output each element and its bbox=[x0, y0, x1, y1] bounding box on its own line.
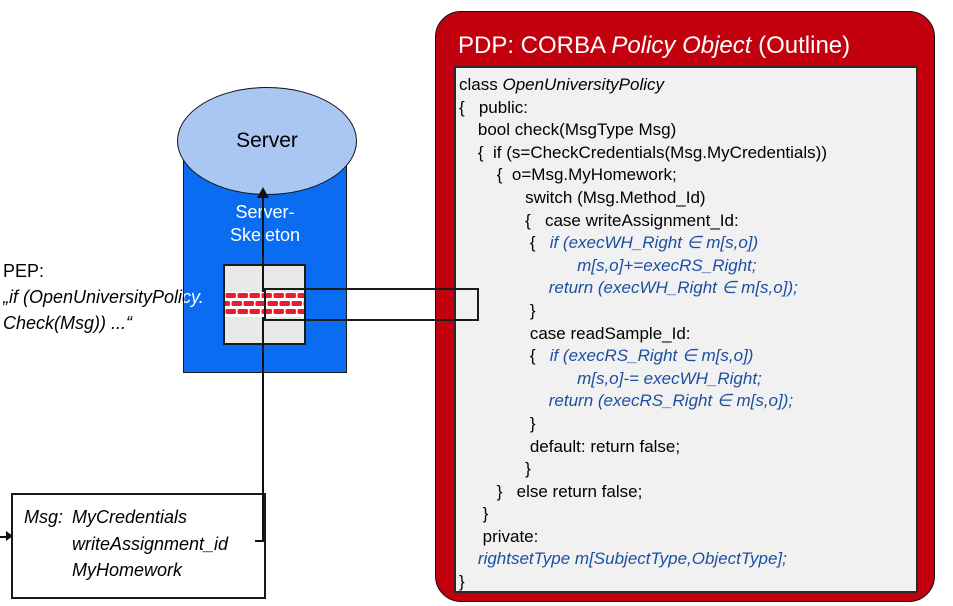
pep-annotation-text-overlay: PEP: „if (OpenUniversityPolicy. Check(Ms… bbox=[3, 261, 204, 333]
pdp-box: PDP: CORBA Policy Object (Outline) class… bbox=[435, 11, 935, 602]
server-skeleton-label: Server- Skeleton bbox=[183, 201, 347, 247]
pep-annotation-text: PEP: „if (OpenUniversityPolicy. Check(Ms… bbox=[3, 258, 263, 342]
code-line: return (execWH_Right ∈ m[s,o]); bbox=[459, 278, 798, 298]
msg-item-credentials: MyCredentials bbox=[72, 507, 188, 527]
code-line: m[s,o]-= execWH_Right; bbox=[459, 368, 762, 388]
code-line: } bbox=[459, 504, 489, 524]
pep-annotation: PEP: „if (OpenUniversityPolicy. Check(Ms… bbox=[3, 258, 263, 342]
skeleton-label-line1: Server- bbox=[235, 202, 295, 222]
msg-box-label: Msg: bbox=[24, 507, 64, 527]
pep-label: PEP: bbox=[3, 261, 45, 281]
incoming-message-line bbox=[0, 536, 8, 538]
code-line: case readSample_Id: bbox=[459, 323, 691, 343]
code-line: } bbox=[459, 300, 536, 320]
msg-box-values: MyCredentials writeAssignment_id MyHomew… bbox=[72, 504, 228, 597]
code-line: } else return false; bbox=[459, 481, 643, 501]
policy-check-connector bbox=[264, 288, 479, 321]
code-line: { if (execWH_Right ∈ m[s,o]) bbox=[459, 233, 759, 253]
code-line: return (execRS_Right ∈ m[s,o]); bbox=[459, 391, 794, 411]
code-line: class OpenUniversityPolicy bbox=[459, 75, 665, 94]
skeleton-label-line2: Skeleton bbox=[229, 225, 301, 245]
pep-code-line2: Check(Msg)) ...“ bbox=[3, 313, 133, 333]
msg-item-homework: MyHomework bbox=[72, 560, 183, 580]
code-line: switch (Msg.Method_Id) bbox=[459, 187, 706, 207]
code-line: { if (execRS_Right ∈ m[s,o]) bbox=[459, 346, 754, 366]
code-line: default: return false; bbox=[459, 436, 681, 456]
server-label: Server bbox=[236, 129, 298, 152]
code-line: private: bbox=[459, 526, 539, 546]
pep-code-line1: „if (OpenUniversityPolicy. bbox=[3, 287, 204, 307]
code-line: m[s,o]+=execRS_Right; bbox=[459, 255, 757, 275]
code-line: } bbox=[459, 572, 465, 592]
code-line: { case writeAssignment_Id: bbox=[459, 210, 739, 230]
code-line: } bbox=[459, 413, 536, 433]
arrow-right-icon bbox=[6, 531, 13, 541]
code-line: { public: bbox=[459, 97, 528, 117]
arrow-up-icon bbox=[257, 187, 269, 198]
pdp-title: PDP: CORBA Policy Object (Outline) bbox=[458, 32, 851, 59]
policy-code-panel: class OpenUniversityPolicy { public: bool… bbox=[454, 66, 918, 593]
message-flow-elbow bbox=[255, 540, 264, 542]
code-line: bool check(MsgType Msg) bbox=[459, 120, 677, 140]
msg-box: Msg: MyCredentials writeAssignment_id My… bbox=[11, 493, 266, 599]
msg-item-method: writeAssignment_id bbox=[72, 533, 229, 554]
code-line: rightsetType m[SubjectType,ObjectType]; bbox=[477, 549, 787, 569]
code-line: { o=Msg.MyHomework; bbox=[459, 165, 677, 185]
server-ellipse: Server bbox=[177, 87, 357, 195]
code-line: } bbox=[459, 459, 531, 479]
code-line: { if (s=CheckCredentials(Msg.MyCredentia… bbox=[459, 142, 827, 162]
message-flow-line bbox=[262, 196, 264, 542]
